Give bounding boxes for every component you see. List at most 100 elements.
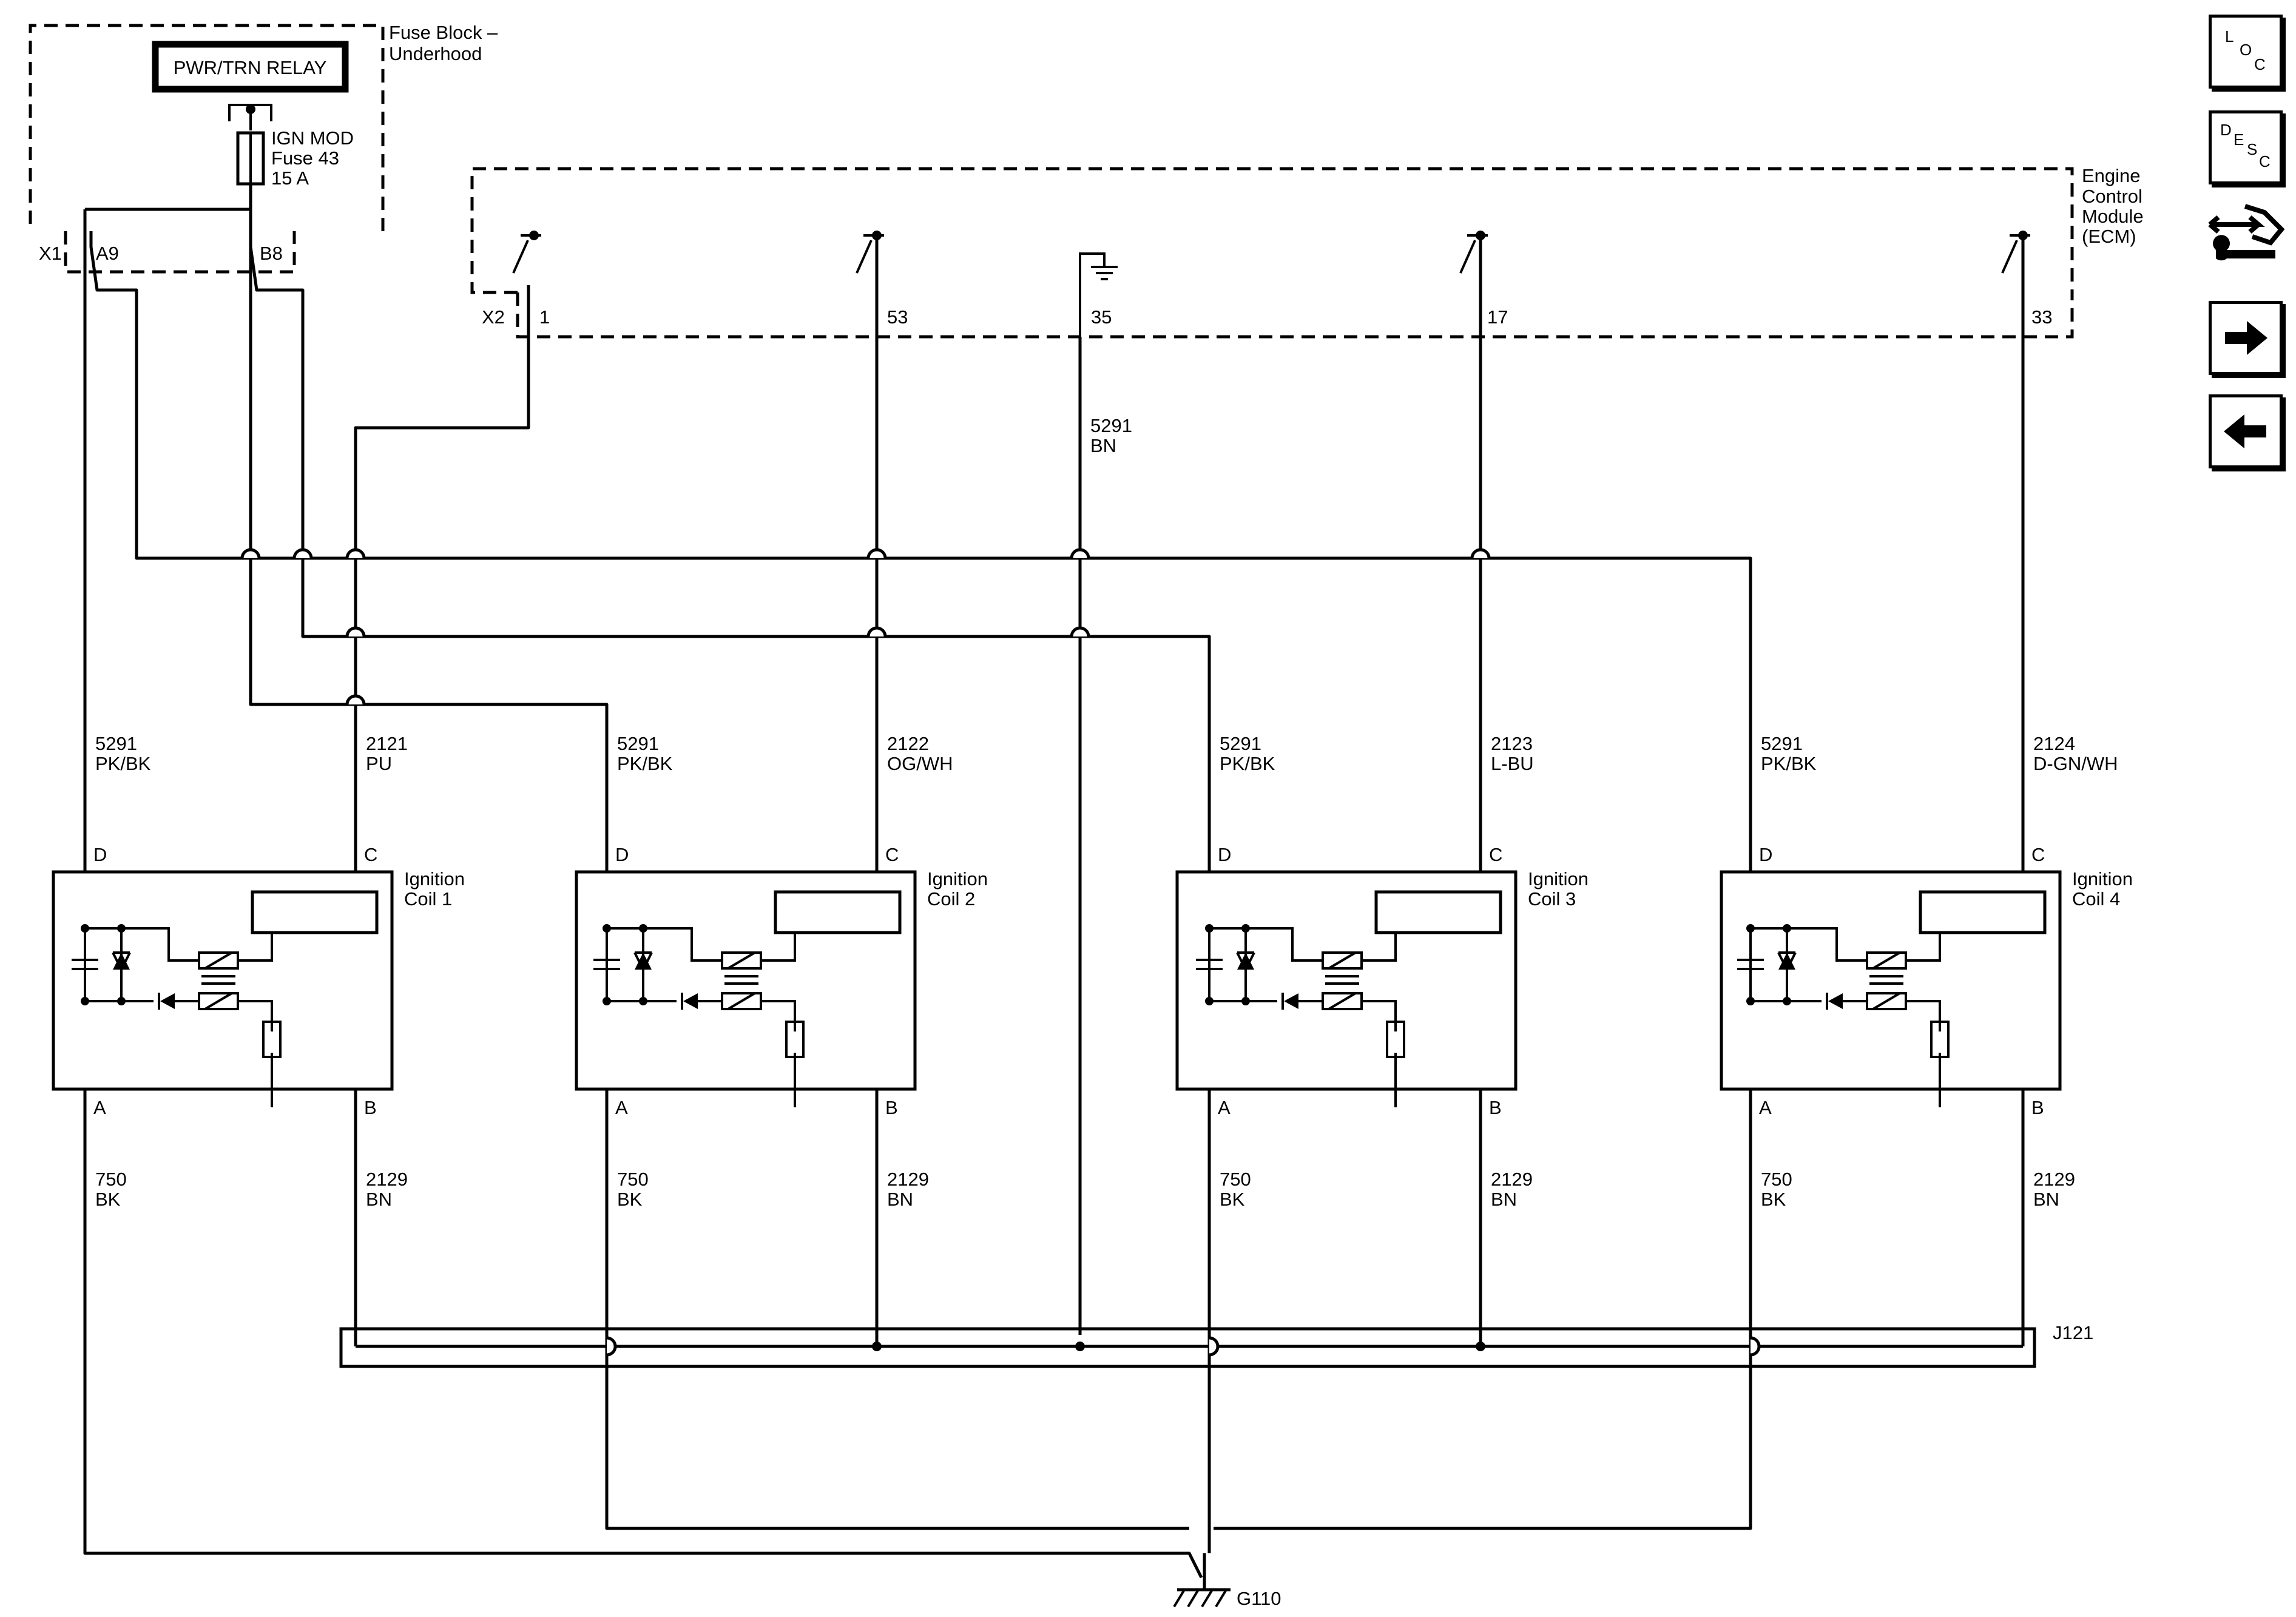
x2-pin-1: 1 — [539, 306, 550, 328]
control-wire-circuit: 2124 — [2033, 733, 2075, 754]
ground-wire-color: BK — [1220, 1189, 1245, 1210]
engine-control-module: Engine Control Module (ECM) X2 1 53 35 1… — [470, 165, 2144, 339]
ground-wire-color: BK — [95, 1189, 121, 1210]
svg-text:L: L — [2225, 27, 2234, 46]
ground-wire-circuit: 750 — [617, 1169, 649, 1190]
coil-secondary-winding — [1866, 992, 1907, 1010]
wire-750-bk-coil1 — [83, 1089, 1203, 1579]
next-button[interactable] — [2209, 301, 2283, 375]
location-button[interactable]: L O C — [2209, 15, 2283, 89]
control-wire-color: L-BU — [1491, 753, 1534, 774]
coil-secondary-winding — [198, 992, 239, 1010]
pin-b-label: B — [364, 1097, 377, 1118]
coil-primary-winding — [198, 951, 239, 970]
coil-number: Coil 2 — [927, 888, 975, 910]
wire-a9-feed — [89, 231, 1752, 872]
x1-connector-outline — [64, 231, 296, 274]
description-button[interactable]: D E S C — [2209, 110, 2283, 184]
j121-node — [1075, 1342, 1085, 1351]
coil-name: Ignition — [404, 868, 465, 890]
reference-wire-circuit: 2129 — [887, 1169, 929, 1190]
pin-b-label: B — [2031, 1097, 2044, 1118]
coil-junction-dot — [1241, 997, 1250, 1005]
coil-series-diode-icon — [1284, 993, 1298, 1009]
pin-a-label: A — [93, 1097, 106, 1118]
coil-number: Coil 3 — [1528, 888, 1576, 910]
connector-tools-button[interactable] — [2204, 200, 2289, 274]
pin-c-label: C — [2031, 844, 2045, 865]
ecm-driver-switch-1 — [512, 231, 541, 274]
crossover-hops — [240, 548, 1761, 1357]
coil-junction-dot — [117, 924, 126, 933]
x2-connector-label: X2 — [482, 306, 505, 328]
relay-contact-dot — [246, 104, 255, 114]
j121-node — [872, 1342, 882, 1351]
x2-pin-17: 17 — [1487, 306, 1508, 328]
ecm-driver-switch-53 — [856, 231, 884, 274]
coil-capacitor-icon — [72, 928, 98, 1001]
fuse-block-outline — [29, 24, 385, 231]
svg-text:S: S — [2247, 140, 2257, 158]
pin-a-label: A — [615, 1097, 628, 1118]
svg-text:C: C — [2254, 55, 2266, 73]
coil-number: Coil 4 — [2072, 888, 2120, 910]
coil-junction-dot — [603, 997, 611, 1005]
control-wire-color: D-GN/WH — [2033, 753, 2118, 774]
coil-junction-dot — [117, 997, 126, 1005]
j121-label: J121 — [2053, 1322, 2093, 1343]
pin-c-label: C — [885, 844, 899, 865]
connector-wrench-icon — [2208, 204, 2285, 261]
coil-driver-block — [774, 890, 902, 934]
wire-b8-feed — [249, 184, 1211, 872]
coil-junction-dot — [639, 924, 647, 933]
x2-pin-33: 33 — [2031, 306, 2052, 328]
coil-capacitor-icon — [1196, 928, 1223, 1001]
coil-junction-dot — [81, 924, 89, 933]
feed-wire-circuit: 5291 — [1220, 733, 1261, 754]
coil-body — [575, 870, 917, 1091]
ecm-internal-ground-icon — [1079, 252, 1118, 337]
feed-wire-circuit: 5291 — [1761, 733, 1803, 754]
j121-node — [1476, 1342, 1485, 1351]
location-icon: L O C — [2225, 27, 2266, 73]
svg-text:C: C — [2259, 152, 2271, 170]
ecm-title-1: Engine — [2082, 165, 2141, 186]
fuse-block-underhood: Fuse Block – Underhood PWR/TRN RELAY IGN… — [29, 22, 498, 274]
wire-label-color: BN — [1090, 435, 1116, 456]
coil-secondary-winding — [1322, 992, 1363, 1010]
coil-resistor — [1930, 1021, 1950, 1058]
feed-wire-color: PK/BK — [1220, 753, 1275, 774]
coil-name: Ignition — [1528, 868, 1589, 890]
control-wire-color: OG/WH — [887, 753, 953, 774]
feed-wire-color: PK/BK — [95, 753, 151, 774]
reference-wire-color: BN — [366, 1189, 392, 1210]
arrow-left-icon — [2224, 414, 2266, 448]
ecm-title-4: (ECM) — [2082, 226, 2136, 247]
coil-resistor — [1386, 1021, 1405, 1058]
ground-wire-circuit: 750 — [95, 1169, 127, 1190]
pin-c-label: C — [1489, 844, 1502, 865]
coil-junction-dot — [1746, 997, 1755, 1005]
coil-body — [1720, 870, 2062, 1091]
coil-junction-dot — [1205, 997, 1214, 1005]
pin-a-label: A — [1759, 1097, 1772, 1118]
coil-junction-dot — [603, 924, 611, 933]
x1-pin-b8: B8 — [260, 243, 283, 264]
fuse-name-2: Fuse 43 — [271, 147, 339, 169]
fuse-block-title-1: Fuse Block – — [389, 22, 498, 43]
coil-resistor — [785, 1021, 805, 1058]
previous-button[interactable] — [2209, 394, 2283, 468]
x1-connector-label: X1 — [39, 243, 62, 264]
coil-driver-block — [251, 890, 379, 934]
x1-pin-a9: A9 — [96, 243, 119, 264]
x2-connector-outline — [516, 292, 2074, 339]
ecm-title-3: Module — [2082, 206, 2144, 227]
pin-b-label: B — [1489, 1097, 1502, 1118]
wire-2121-pu — [354, 285, 530, 872]
coil-junction-dot — [1783, 997, 1791, 1005]
arrow-right-icon — [2225, 321, 2267, 355]
coil-body — [52, 870, 394, 1091]
fuse-name-1: IGN MOD — [271, 127, 354, 149]
